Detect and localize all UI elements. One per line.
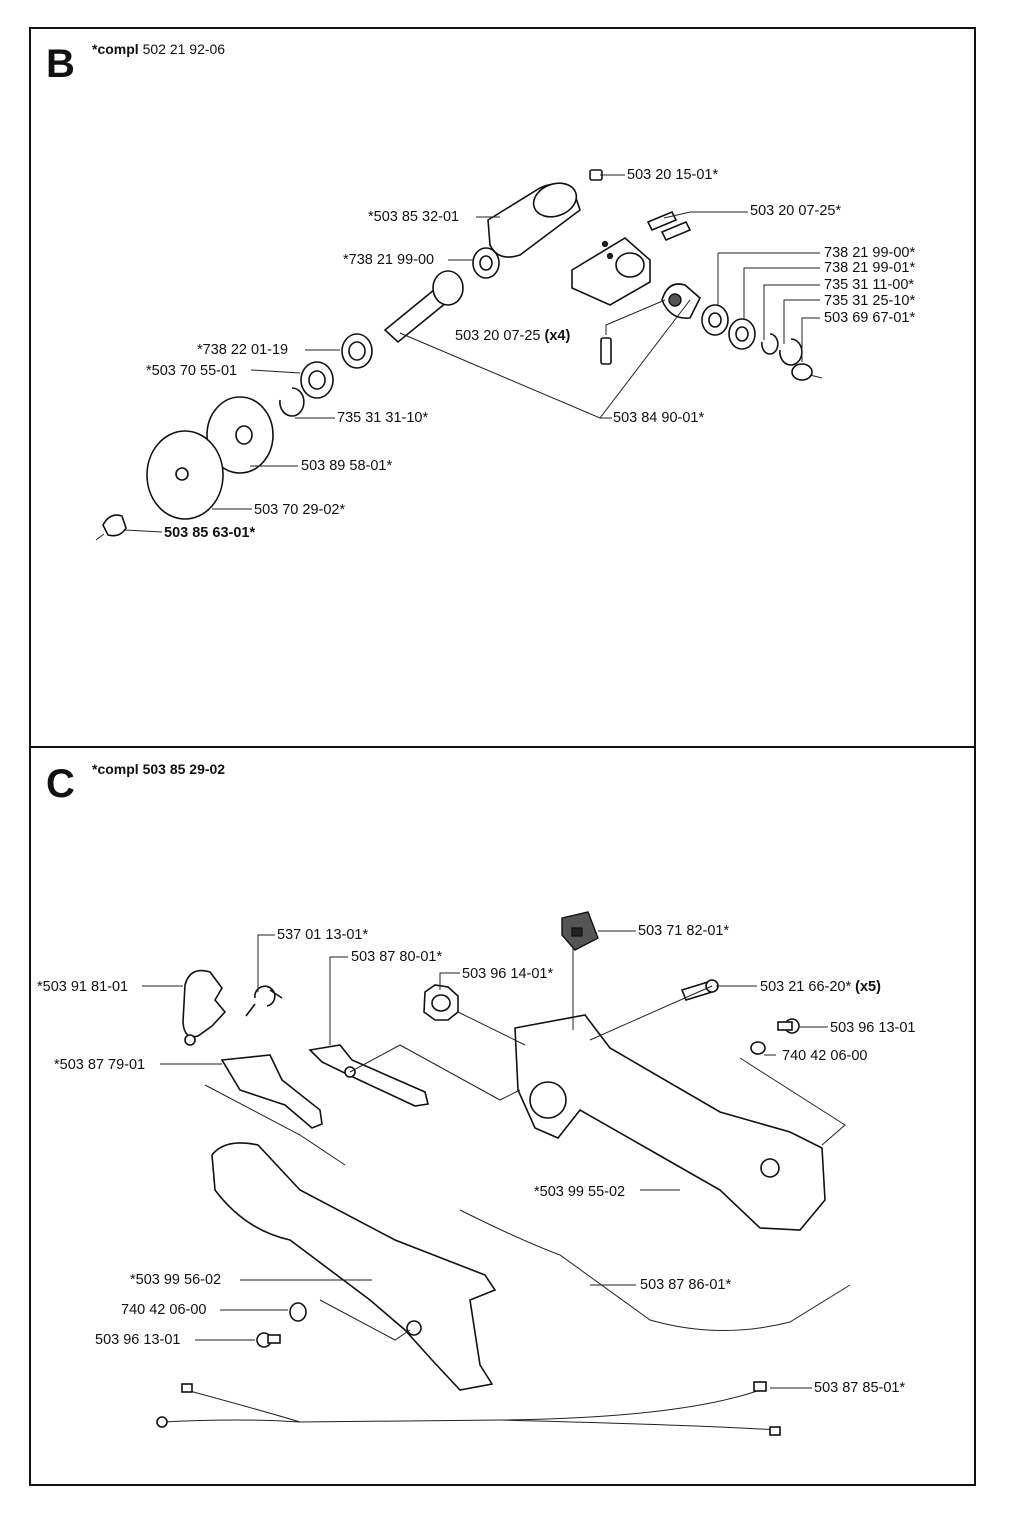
label-b-738-21-99-00-a: *738 21 99-00: [343, 252, 435, 268]
flange-washer: [300, 361, 334, 399]
bevel-gear-right: [661, 283, 701, 319]
screw-c-right: [777, 1018, 800, 1034]
label-c-503-99-55-02: *503 99 55-02: [534, 1184, 626, 1200]
section-b-compl-prefix: *compl: [92, 41, 139, 57]
circlip-right-1: [761, 333, 779, 355]
label-c-503-99-56-02: *503 99 56-02: [130, 1272, 222, 1288]
section-b-compl-number: 502 21 92-06: [142, 41, 226, 57]
washer-c-right: [750, 1041, 766, 1055]
section-b-compl: *compl 502 21 92-06: [92, 41, 225, 57]
label-c-503-21-66-20-number: 503 21 66-20*: [760, 979, 852, 995]
throttle-trigger: [308, 1044, 429, 1107]
section-c-compl: *compl 503 85 29-02: [92, 761, 225, 777]
label-c-503-91-81-01: *503 91 81-01: [37, 979, 129, 995]
label-b-503-20-15-01: 503 20 15-01*: [627, 167, 719, 183]
section-c-leader-lines: [142, 930, 846, 1389]
label-b-503-69-67-01: 503 69 67-01*: [824, 310, 916, 326]
section-c-compl-prefix: *compl: [92, 761, 139, 777]
label-b-735-31-11-00: 735 31 11-00*: [824, 277, 915, 293]
label-b-738-21-99-01: 738 21 99-01*: [824, 260, 916, 276]
label-c-503-21-66-20-qty: (x5): [855, 979, 881, 995]
screw-bottom: [600, 337, 612, 365]
label-b-503-85-32-01: *503 85 32-01: [368, 209, 460, 225]
bearing-right-1: [701, 304, 729, 336]
label-b-503-20-07-25-x4: 503 20 07-25 (x4): [455, 328, 570, 344]
label-b-738-22-01-19: *738 22 01-19: [197, 342, 289, 358]
label-c-503-96-13-01-b: 503 96 13-01: [95, 1332, 181, 1348]
circlip-left: [279, 387, 305, 417]
input-gear-shaft: [383, 270, 464, 344]
label-b-503-20-07-25-x4-qty: (x4): [544, 328, 571, 344]
label-b-735-31-31-10: 735 31 31-10*: [337, 410, 429, 426]
bearing-right-2: [728, 318, 756, 350]
screw-c-left: [256, 1332, 281, 1348]
switch-part: [561, 911, 599, 951]
section-divider: [29, 746, 976, 748]
end-cap: [791, 363, 823, 381]
circlip-right-2: [779, 338, 803, 366]
label-b-503-89-58-01: 503 89 58-01*: [301, 458, 393, 474]
throttle-lock-spring: [245, 985, 283, 1017]
bearing-left: [472, 247, 500, 279]
label-c-740-42-06-00-a: 740 42 06-00: [782, 1048, 868, 1064]
label-b-503-85-63-01: 503 85 63-01*: [164, 525, 256, 541]
wire-harness: [156, 1381, 781, 1436]
throttle-cable: [459, 1209, 851, 1331]
label-b-735-31-25-10: 735 31 25-10*: [824, 293, 916, 309]
label-c-503-87-85-01: 503 87 85-01*: [814, 1380, 906, 1396]
label-c-503-96-14-01: 503 96 14-01*: [462, 966, 554, 982]
label-c-503-87-80-01: 503 87 80-01*: [351, 949, 443, 965]
label-c-503-71-82-01: 503 71 82-01*: [638, 923, 730, 939]
washer-c-left: [289, 1302, 307, 1322]
label-b-503-20-07-25-x4-number: 503 20 07-25: [455, 328, 541, 344]
support-cup: [206, 396, 274, 474]
screw-pair: [646, 210, 692, 242]
label-b-738-21-99-00-b: 738 21 99-00*: [824, 245, 916, 261]
label-b-503-70-55-01: *503 70 55-01: [146, 363, 238, 379]
nut-bottom: [95, 514, 127, 541]
handle-bracket: [182, 969, 227, 1046]
blade-disc: [146, 430, 224, 520]
label-c-503-96-13-01-a: 503 96 13-01: [830, 1020, 916, 1036]
trigger-lever: [220, 1054, 323, 1129]
handle-left-half: [211, 1142, 497, 1391]
section-b-leader-lines: [123, 174, 820, 533]
rubber-grommet: [423, 984, 459, 1021]
label-c-503-87-86-01: 503 87 86-01*: [640, 1277, 732, 1293]
label-c-740-42-06-00-b: 740 42 06-00: [121, 1302, 207, 1318]
label-b-503-70-29-02: 503 70 29-02*: [254, 502, 346, 518]
label-b-503-20-07-25-a: 503 20 07-25*: [750, 203, 842, 219]
section-b-letter: B: [46, 42, 75, 86]
seal-ring: [341, 333, 373, 369]
label-c-537-01-13-01: 537 01 13-01*: [277, 927, 369, 943]
gear-housing-part: [487, 182, 651, 306]
section-c-letter: C: [46, 762, 75, 806]
label-c-503-21-66-20-x5: 503 21 66-20* (x5): [760, 979, 881, 995]
label-c-503-87-79-01: *503 87 79-01: [54, 1057, 146, 1073]
diagram-frame: [29, 27, 976, 1486]
label-b-503-84-90-01: 503 84 90-01*: [613, 410, 705, 426]
handle-right-half: [514, 1014, 826, 1231]
section-c-compl-number: 503 85 29-02: [142, 761, 226, 777]
